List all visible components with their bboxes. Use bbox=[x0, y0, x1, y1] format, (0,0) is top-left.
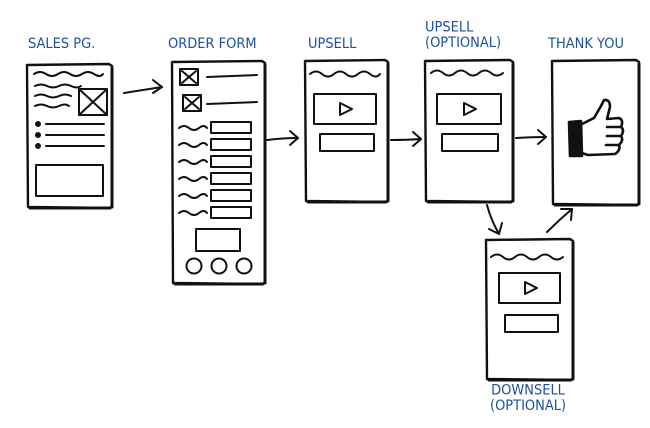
arrow-downsell-to-thank-you bbox=[546, 208, 573, 233]
downsell-frame bbox=[484, 237, 575, 382]
order-field-label-2 bbox=[178, 142, 208, 148]
sales-page-text-scribble-2 bbox=[34, 93, 72, 99]
upsell-optional-frame-shadow bbox=[426, 62, 515, 204]
thumbs-up-hand bbox=[580, 98, 625, 157]
order-field-label-6 bbox=[178, 210, 208, 216]
label-upsell-optional: UPSELL (OPTIONAL) bbox=[425, 19, 502, 52]
thumbs-up-icon bbox=[567, 98, 625, 158]
upsell-wireframe bbox=[303, 58, 390, 204]
upsell-frame bbox=[303, 58, 390, 204]
order-field-input-2 bbox=[210, 138, 252, 151]
order-circle-1 bbox=[185, 257, 203, 275]
arrow-upsell-optional-to-thank-you bbox=[515, 129, 547, 145]
play-icon bbox=[339, 102, 353, 116]
sales-page-cta-box bbox=[35, 164, 104, 197]
upsell-optional-cta-button bbox=[441, 133, 499, 152]
sales-page-headline-scribble bbox=[33, 71, 104, 77]
order-form-frame-shadow bbox=[173, 63, 267, 286]
arrow-upsell-optional-to-downsell bbox=[486, 204, 503, 235]
arrow-line bbox=[123, 86, 163, 94]
arrow-line bbox=[266, 137, 299, 141]
label-upsell-optional-line1: UPSELL bbox=[425, 19, 474, 36]
sales-page-text-scribble-3 bbox=[34, 103, 70, 109]
downsell-video-placeholder bbox=[498, 272, 561, 304]
sales-page-text-scribble-1 bbox=[34, 83, 82, 89]
upsell-optional-headline-scribble bbox=[430, 69, 504, 77]
order-field-label-4 bbox=[178, 176, 208, 182]
order-field-input-5 bbox=[210, 189, 252, 202]
order-circle-2 bbox=[210, 257, 228, 275]
thank-you-frame-shadow bbox=[553, 62, 641, 207]
upsell-headline-scribble bbox=[309, 70, 381, 78]
sales-page-frame-shadow bbox=[28, 66, 114, 210]
order-field-input-4 bbox=[210, 172, 252, 185]
arrowhead bbox=[488, 222, 503, 235]
label-sales-page: SALES PG. bbox=[28, 37, 95, 52]
bullet-dot-1 bbox=[35, 121, 41, 127]
sales-page-wireframe bbox=[25, 62, 114, 210]
order-field-input-3 bbox=[210, 155, 252, 168]
label-sales-page-text: SALES PG. bbox=[28, 36, 96, 53]
label-order-form-text: ORDER FORM bbox=[168, 36, 257, 53]
order-checkbox-2-x bbox=[184, 96, 200, 110]
downsell-wireframe bbox=[484, 237, 575, 382]
label-upsell: UPSELL bbox=[308, 37, 356, 52]
upsell-optional-wireframe bbox=[423, 58, 515, 204]
upsell-cta-button bbox=[319, 133, 375, 152]
arrow-line bbox=[515, 136, 547, 139]
sales-page-image-placeholder bbox=[78, 88, 108, 116]
arrowhead bbox=[152, 79, 163, 94]
arrowhead bbox=[537, 129, 547, 145]
arrow-order-to-upsell bbox=[266, 130, 299, 146]
label-downsell-optional: DOWNSELL (OPTIONAL) bbox=[490, 382, 567, 415]
order-circle-3 bbox=[235, 257, 253, 275]
thank-you-frame bbox=[550, 58, 641, 207]
order-checkbox-2-line bbox=[206, 101, 258, 105]
arrowhead bbox=[412, 131, 422, 147]
arrowhead bbox=[560, 208, 573, 221]
thank-you-wireframe bbox=[550, 58, 641, 207]
order-field-label-5 bbox=[178, 193, 208, 199]
upsell-optional-video-placeholder bbox=[436, 93, 502, 125]
label-thank-you: THANK YOU bbox=[548, 37, 624, 52]
downsell-headline-scribble bbox=[490, 253, 564, 261]
downsell-frame-shadow bbox=[487, 241, 575, 382]
order-checkbox-1 bbox=[179, 68, 199, 86]
order-checkbox-1-line bbox=[206, 74, 258, 78]
thumbs-up-fingers bbox=[604, 125, 622, 147]
arrowhead bbox=[289, 130, 299, 146]
upsell-frame-shadow bbox=[306, 62, 390, 204]
order-field-label-3 bbox=[178, 159, 208, 165]
order-field-label-1 bbox=[178, 125, 208, 131]
bullet-dot-3 bbox=[35, 143, 41, 149]
upsell-optional-frame bbox=[423, 58, 515, 204]
play-icon bbox=[524, 281, 538, 295]
sales-page-image-cross bbox=[78, 88, 108, 116]
order-field-rows bbox=[178, 121, 252, 219]
thumbs-up-cuff bbox=[567, 119, 584, 158]
label-downsell-optional-line1: DOWNSELL bbox=[491, 382, 565, 399]
arrow-line bbox=[390, 138, 422, 141]
arrow-upsell-to-upsell-optional bbox=[390, 131, 422, 147]
label-order-form: ORDER FORM bbox=[168, 37, 257, 52]
order-checkbox-1-x bbox=[181, 70, 197, 84]
upsell-video-placeholder bbox=[313, 93, 377, 125]
arrow-line bbox=[486, 204, 500, 235]
label-thank-you-text: THANK YOU bbox=[548, 36, 624, 53]
label-upsell-optional-line2: (OPTIONAL) bbox=[425, 34, 502, 52]
arrow-line bbox=[546, 208, 573, 233]
order-checkbox-2 bbox=[182, 94, 202, 112]
order-submit-button bbox=[195, 228, 241, 252]
arrow-sales-to-order bbox=[123, 79, 163, 94]
order-form-wireframe bbox=[170, 59, 267, 286]
order-field-input-1 bbox=[210, 121, 252, 134]
label-upsell-text: UPSELL bbox=[308, 36, 357, 53]
label-downsell-optional-line2: (OPTIONAL) bbox=[490, 397, 567, 415]
bullet-dot-2 bbox=[35, 132, 41, 138]
downsell-cta-button bbox=[504, 314, 559, 333]
order-field-input-6 bbox=[210, 206, 252, 219]
play-icon bbox=[463, 102, 477, 116]
